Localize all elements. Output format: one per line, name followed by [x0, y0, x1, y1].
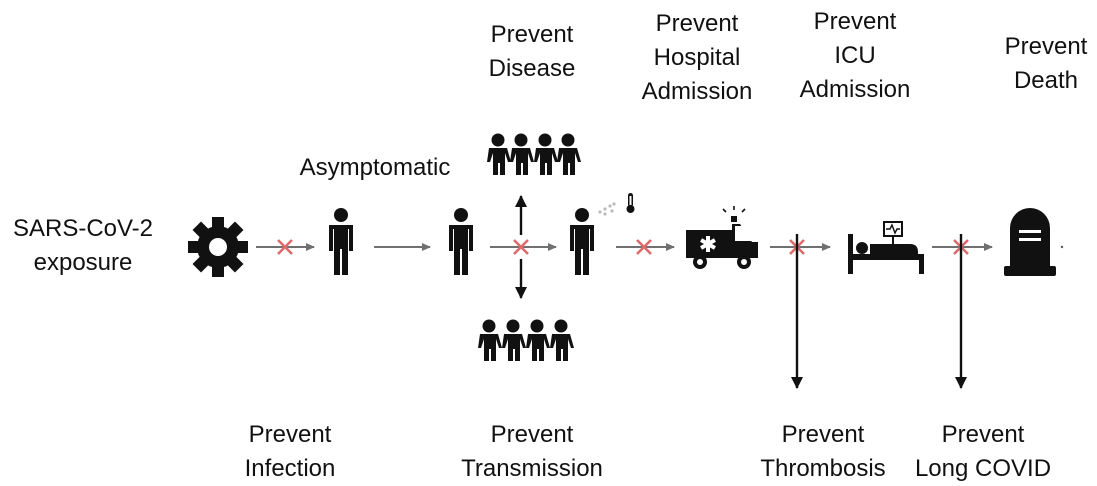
virus-icon: [188, 217, 248, 277]
label-prevent-long-covid: Prevent Long COVID: [914, 421, 1052, 482]
people-group-icon: [487, 133, 581, 175]
sick-person-icon: [570, 193, 635, 275]
label-prevent-thrombosis: Prevent Thrombosis: [760, 421, 886, 482]
people-group-icon: [478, 319, 574, 361]
vertical-arrows: [515, 195, 967, 389]
person-icon: [329, 208, 353, 275]
label-prevent-disease: Prevent Disease: [488, 21, 576, 82]
start-label: SARS-CoV-2 exposure: [12, 215, 154, 276]
label-prevent-icu-admission: Prevent ICU Admission: [799, 8, 911, 103]
label-prevent-hospital-admission: Prevent Hospital Admission: [641, 10, 753, 105]
label-prevent-infection: Prevent Infection: [244, 421, 336, 482]
asymptomatic-label: Asymptomatic: [299, 154, 451, 181]
thermometer-icon: [626, 193, 635, 213]
hospital-bed-icon: [848, 221, 924, 274]
sneeze-icon: [598, 202, 616, 216]
ambulance-icon: [686, 206, 758, 269]
tombstone-icon: [1004, 208, 1064, 276]
label-prevent-transmission: Prevent Transmission: [461, 421, 603, 482]
label-prevent-death: Prevent Death: [1004, 33, 1088, 94]
person-icon: [449, 208, 473, 275]
